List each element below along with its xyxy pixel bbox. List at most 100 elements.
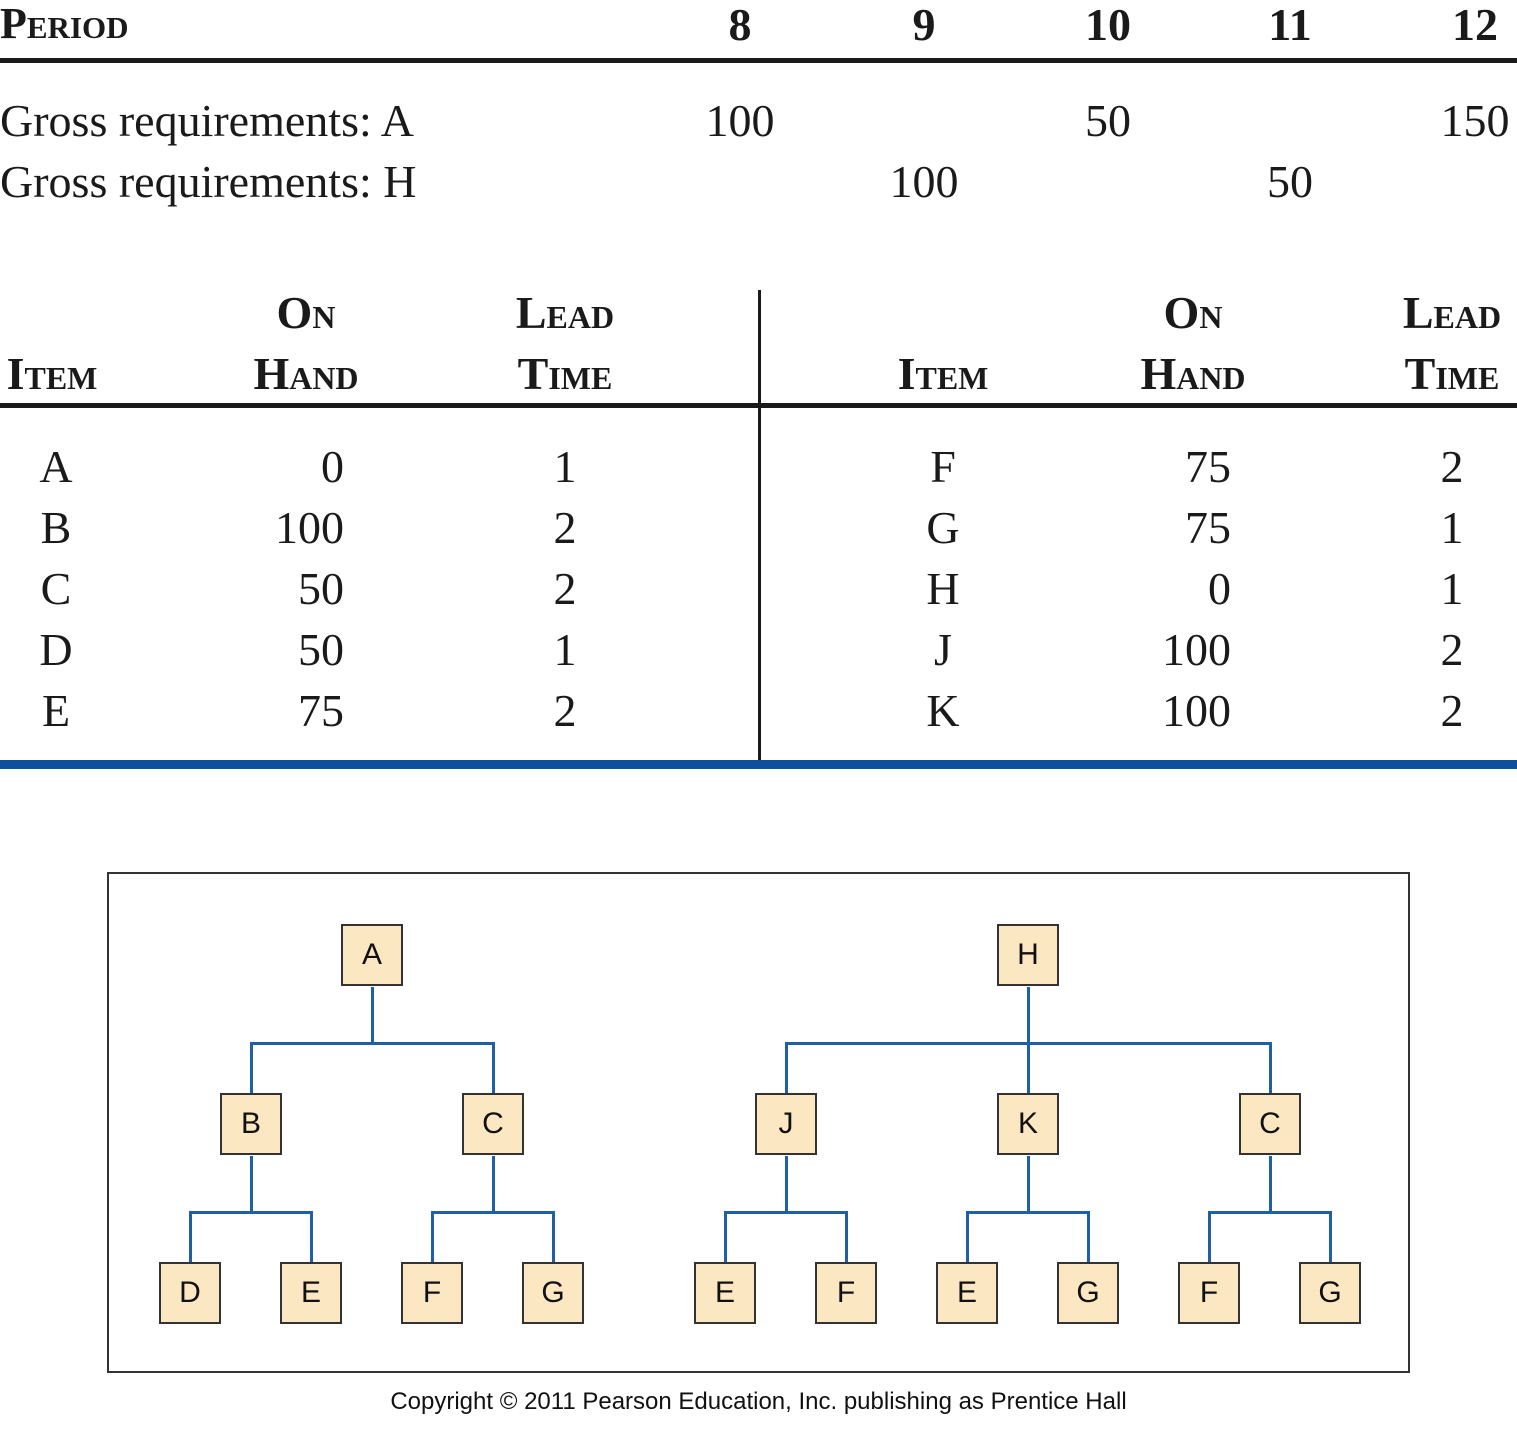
header-item-right: Item (897, 348, 989, 399)
table-row-left-1-item: A (39, 441, 73, 492)
table-row-right-2-item: G (926, 502, 960, 553)
header-divider (0, 58, 1517, 63)
edge-k-bar (966, 1211, 1090, 1214)
table-bottom-rule (0, 760, 1517, 769)
node-k-e: E (936, 1262, 998, 1324)
header-time-right-2: Time (1404, 348, 1500, 399)
table-row-left-4-onhand: 50 (298, 624, 344, 675)
table-row-right-4-item: J (934, 624, 952, 675)
node-h-j: J (755, 1093, 817, 1155)
node-j-e: E (694, 1262, 756, 1324)
node-c2-g: G (1299, 1262, 1361, 1324)
table-row-right-5-item: K (926, 685, 960, 736)
edge-b-stem (250, 1156, 253, 1213)
table-row-right-5-lead: 2 (1440, 685, 1464, 736)
table-row-right-2-lead: 1 (1440, 502, 1464, 553)
node-h-c: C (1239, 1093, 1301, 1155)
node-a-b: B (220, 1093, 282, 1155)
gross-req-a-p8: 100 (705, 95, 775, 146)
table-row-right-1-onhand: 75 (1185, 441, 1231, 492)
node-k-g: G (1057, 1262, 1119, 1324)
table-row-left-5-item: E (41, 685, 71, 736)
edge-a-c (492, 1042, 495, 1093)
node-c-g: G (522, 1262, 584, 1324)
edge-b-d (189, 1211, 192, 1262)
table-row-right-1-lead: 2 (1440, 441, 1464, 492)
node-c2-f: F (1178, 1262, 1240, 1324)
table-row-left-2-lead: 2 (553, 502, 577, 553)
header-hand-left-2: Hand (253, 348, 359, 399)
table-column-divider (758, 290, 761, 760)
header-hand-right-2: Hand (1140, 348, 1246, 399)
edge-c2-bar (1208, 1211, 1332, 1214)
table-row-left-1-onhand: 0 (321, 441, 344, 492)
header-on-left-1: On (276, 287, 336, 338)
node-b-d: D (159, 1262, 221, 1324)
table-row-right-4-onhand: 100 (1162, 624, 1231, 675)
gross-req-h-label: Gross requirements: H (0, 156, 417, 207)
edge-h-c (1269, 1042, 1272, 1093)
table-row-left-4-item: D (39, 624, 73, 675)
edge-c-g (552, 1211, 555, 1262)
gross-req-h-p11: 50 (1267, 156, 1313, 207)
edge-a-b (250, 1042, 253, 1093)
table-row-left-3-onhand: 50 (298, 563, 344, 614)
edge-j-stem (785, 1156, 788, 1213)
edge-c-stem (492, 1156, 495, 1213)
edge-h-j (785, 1042, 788, 1093)
node-h: H (997, 924, 1059, 986)
node-b-e: E (280, 1262, 342, 1324)
header-item-left: Item (6, 348, 98, 399)
table-row-right-3-lead: 1 (1440, 563, 1464, 614)
table-row-right-1-item: F (930, 441, 956, 492)
node-a-c: C (462, 1093, 524, 1155)
gross-req-a-p12: 150 (1440, 95, 1510, 146)
edge-c2-stem (1269, 1156, 1272, 1213)
edge-k-g (1087, 1211, 1090, 1262)
edge-k-e (966, 1211, 969, 1262)
header-lead-right-1: Lead (1402, 287, 1502, 338)
period-label: Period (0, 0, 129, 48)
table-row-right-3-item: H (926, 563, 960, 614)
period-12: 12 (1452, 0, 1498, 50)
edge-b-bar (189, 1211, 313, 1214)
table-row-right-4-lead: 2 (1440, 624, 1464, 675)
table-row-right-3-onhand: 0 (1208, 563, 1231, 614)
header-on-right-1: On (1163, 287, 1223, 338)
edge-j-bar (724, 1211, 848, 1214)
table-row-left-2-onhand: 100 (275, 502, 344, 553)
table-row-left-1-lead: 1 (553, 441, 577, 492)
header-time-left-2: Time (517, 348, 613, 399)
period-11: 11 (1268, 0, 1312, 50)
node-c-f: F (401, 1262, 463, 1324)
gross-req-a-p10: 50 (1085, 95, 1131, 146)
copyright-notice: Copyright © 2011 Pearson Education, Inc.… (390, 1388, 1127, 1415)
edge-c2-f (1208, 1211, 1211, 1262)
table-row-left-5-lead: 2 (553, 685, 577, 736)
gross-req-a-label: Gross requirements: A (0, 95, 414, 146)
table-row-left-2-item: B (40, 502, 72, 553)
period-9: 9 (912, 0, 936, 50)
period-10: 10 (1085, 0, 1131, 50)
edge-k-stem (1027, 1156, 1030, 1213)
product-structure-diagram: A B C D E F G H J K C E F E G F G (107, 872, 1410, 1373)
table-row-right-5-onhand: 100 (1162, 685, 1231, 736)
table-row-left-3-lead: 2 (553, 563, 577, 614)
period-8: 8 (728, 0, 752, 50)
node-h-k: K (997, 1093, 1059, 1155)
edge-c-bar (431, 1211, 555, 1214)
edge-a-bar (250, 1042, 495, 1045)
edge-h-k (1027, 1042, 1030, 1093)
table-row-left-4-lead: 1 (553, 624, 577, 675)
edge-b-e (310, 1211, 313, 1262)
edge-c-f (431, 1211, 434, 1262)
gross-req-h-p9: 100 (889, 156, 959, 207)
table-row-left-5-onhand: 75 (298, 685, 344, 736)
node-a: A (341, 924, 403, 986)
edge-h-stem (1027, 987, 1030, 1044)
table-row-right-2-onhand: 75 (1185, 502, 1231, 553)
table-row-left-3-item: C (40, 563, 72, 614)
header-lead-left-1: Lead (515, 287, 615, 338)
edge-a-stem (371, 987, 374, 1044)
node-j-f: F (815, 1262, 877, 1324)
